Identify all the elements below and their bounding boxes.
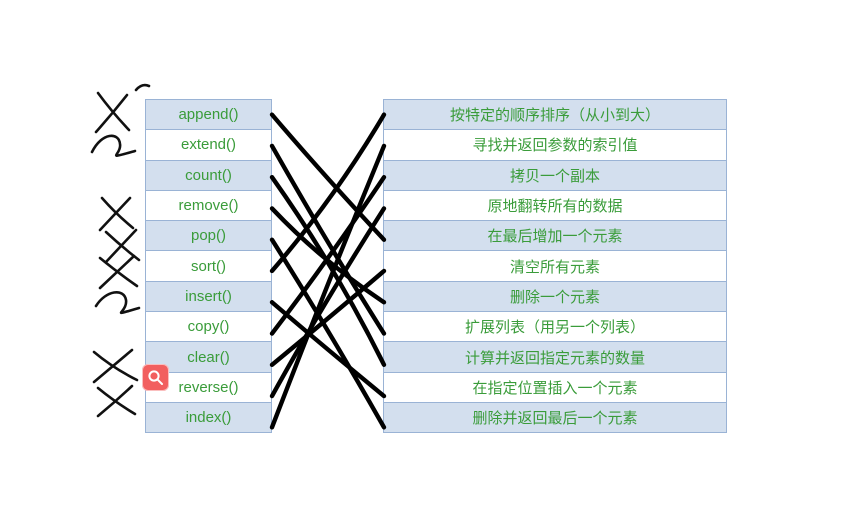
handwritten-scribbles bbox=[90, 83, 151, 418]
match-line bbox=[269, 206, 387, 305]
description-cell: 清空所有元素 bbox=[383, 250, 727, 282]
method-label: reverse() bbox=[178, 378, 239, 396]
loop-scribble-mark bbox=[94, 291, 141, 315]
match-line bbox=[269, 206, 387, 399]
description-label: 原地翻转所有的数据 bbox=[487, 198, 623, 216]
match-line bbox=[269, 143, 387, 430]
match-line bbox=[269, 300, 387, 399]
match-line bbox=[269, 174, 387, 336]
matching-table-left: append() extend() count() remove() pop()… bbox=[145, 99, 272, 434]
x-scribble-mark bbox=[92, 348, 139, 384]
description-label: 删除并返回最后一个元素 bbox=[472, 410, 638, 428]
description-label: 按特定的顺序排序（从小到大） bbox=[449, 107, 660, 125]
method-cell-remove: remove() bbox=[145, 189, 272, 222]
description-label: 寻找并返回参数的索引值 bbox=[472, 137, 638, 155]
method-cell-insert: insert() bbox=[145, 280, 272, 313]
match-line bbox=[269, 174, 387, 367]
tick-mark bbox=[134, 83, 151, 92]
method-label: count() bbox=[185, 166, 232, 184]
method-cell-append: append() bbox=[145, 99, 272, 131]
description-cell: 计算并返回指定元素的数量 bbox=[383, 341, 727, 373]
method-cell-sort: sort() bbox=[145, 250, 272, 282]
method-cell-count: count() bbox=[145, 159, 272, 191]
match-line bbox=[269, 112, 387, 242]
description-label: 拷贝一个副本 bbox=[509, 167, 600, 185]
method-label: clear() bbox=[187, 348, 230, 366]
x-scribble-mark bbox=[104, 228, 141, 264]
description-label: 在最后增加一个元素 bbox=[487, 228, 623, 246]
description-label: 计算并返回指定元素的数量 bbox=[464, 349, 645, 367]
matching-lines bbox=[269, 112, 387, 430]
method-label: append() bbox=[178, 106, 239, 124]
match-line bbox=[269, 112, 387, 274]
method-label: remove() bbox=[178, 197, 239, 215]
description-label: 删除一个元素 bbox=[509, 288, 600, 306]
description-cell: 删除一个元素 bbox=[383, 280, 727, 313]
x-scribble-mark bbox=[98, 196, 135, 232]
description-cell: 在指定位置插入一个元素 bbox=[383, 371, 727, 403]
method-cell-extend: extend() bbox=[145, 129, 272, 161]
method-label: copy() bbox=[187, 318, 230, 336]
magnifier-button[interactable] bbox=[142, 364, 169, 391]
method-label: sort() bbox=[191, 257, 226, 275]
description-cell: 在最后增加一个元素 bbox=[383, 220, 727, 252]
description-label: 扩展列表（用另一个列表） bbox=[464, 319, 645, 337]
method-cell-copy: copy() bbox=[145, 311, 272, 343]
match-line bbox=[269, 237, 387, 430]
description-cell: 原地翻转所有的数据 bbox=[383, 189, 727, 222]
description-label: 在指定位置插入一个元素 bbox=[472, 379, 638, 397]
search-icon bbox=[148, 370, 163, 385]
method-cell-pop: pop() bbox=[145, 220, 272, 252]
description-cell: 按特定的顺序排序（从小到大） bbox=[383, 99, 727, 131]
matching-table-right: 按特定的顺序排序（从小到大） 寻找并返回参数的索引值 拷贝一个副本 原地翻转所有… bbox=[383, 99, 727, 434]
x-scribble-mark bbox=[98, 254, 139, 290]
x-scribble-mark bbox=[96, 384, 137, 418]
description-cell: 删除并返回最后一个元素 bbox=[383, 401, 727, 434]
x-scribble-mark bbox=[94, 91, 131, 134]
method-label: insert() bbox=[185, 287, 232, 305]
method-cell-index: index() bbox=[145, 401, 272, 434]
match-line bbox=[269, 143, 387, 336]
match-line bbox=[269, 268, 387, 367]
description-cell: 拷贝一个副本 bbox=[383, 159, 727, 191]
method-label: extend() bbox=[180, 136, 237, 154]
method-cell-clear: clear() bbox=[145, 341, 272, 373]
method-label: index() bbox=[185, 409, 232, 427]
loop-scribble-mark bbox=[90, 134, 137, 157]
description-label: 清空所有元素 bbox=[509, 258, 600, 276]
description-cell: 寻找并返回参数的索引值 bbox=[383, 129, 727, 161]
description-cell: 扩展列表（用另一个列表） bbox=[383, 311, 727, 343]
method-label: pop() bbox=[190, 227, 227, 245]
